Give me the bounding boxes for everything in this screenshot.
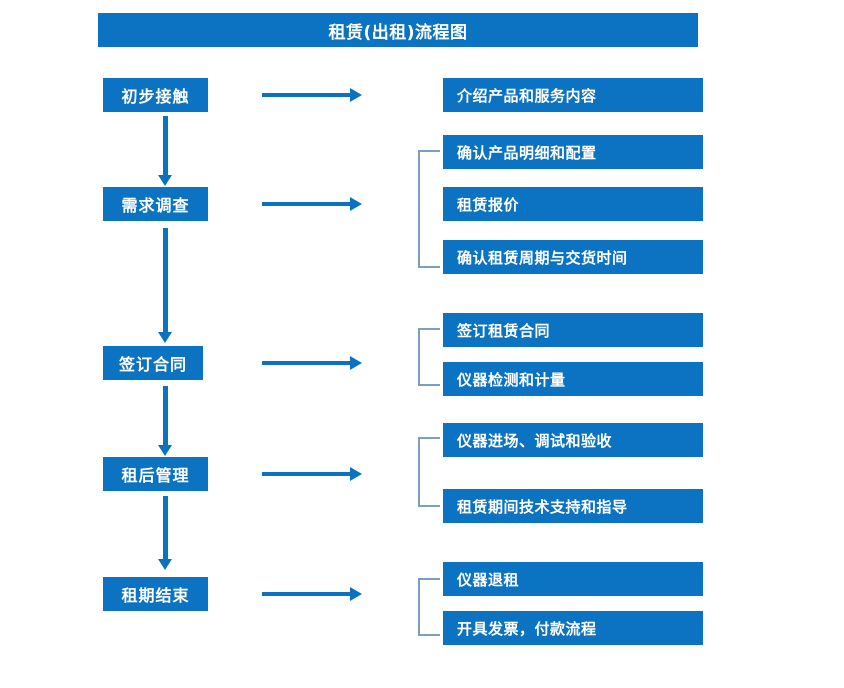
arrow-shaft (262, 592, 352, 596)
detail-label-3-2: 仪器检测和计量 (457, 370, 566, 389)
arrow-head-icon (350, 587, 362, 601)
arrow-head-icon (158, 559, 172, 570)
arrow-head-icon (158, 332, 172, 343)
detail-label-4-1: 仪器进场、调试和验收 (457, 431, 613, 450)
detail-box-4-2[interactable]: 租赁期间技术支持和指导 (443, 489, 703, 523)
detail-label-2-2: 租赁报价 (457, 195, 520, 214)
detail-box-5-2[interactable]: 开具发票，付款流程 (443, 611, 703, 645)
arrow-shaft (163, 496, 168, 559)
horizontal-arrow-3 (262, 356, 362, 370)
arrow-shaft (163, 386, 168, 445)
horizontal-arrow-1 (262, 88, 362, 102)
arrow-shaft (262, 202, 352, 206)
arrow-head-icon (350, 197, 362, 211)
stage-box-4[interactable]: 租后管理 (103, 457, 208, 491)
stage-label-2: 需求调查 (121, 196, 190, 215)
stage-box-5[interactable]: 租期结束 (103, 577, 208, 611)
vertical-arrow-1 (158, 116, 172, 186)
stage-label-3: 签订合同 (118, 355, 187, 374)
vertical-arrow-3 (158, 386, 172, 456)
horizontal-arrow-2 (262, 197, 362, 211)
arrow-shaft (262, 93, 352, 97)
arrow-head-icon (350, 356, 362, 370)
detail-label-5-1: 仪器退租 (457, 570, 520, 589)
group-bracket-3 (418, 328, 440, 386)
stage-box-2[interactable]: 需求调查 (103, 187, 208, 221)
horizontal-arrow-4 (262, 467, 362, 481)
detail-label-4-2: 租赁期间技术支持和指导 (457, 497, 628, 516)
stage-box-3[interactable]: 签订合同 (103, 346, 203, 380)
arrow-shaft (163, 116, 168, 175)
stage-label-1: 初步接触 (121, 87, 190, 106)
vertical-arrow-2 (158, 228, 172, 343)
detail-label-3-1: 签订租赁合同 (457, 321, 551, 340)
group-bracket-5 (418, 578, 440, 636)
arrow-shaft (163, 228, 168, 332)
detail-label-2-1: 确认产品明细和配置 (457, 143, 597, 162)
vertical-arrow-4 (158, 496, 172, 570)
detail-box-5-1[interactable]: 仪器退租 (443, 562, 703, 596)
arrow-head-icon (158, 175, 172, 186)
arrow-head-icon (350, 88, 362, 102)
horizontal-arrow-5 (262, 587, 362, 601)
detail-label-1-1: 介绍产品和服务内容 (457, 86, 597, 105)
arrow-shaft (262, 361, 352, 365)
page-title: 租赁(出租)流程图 (98, 13, 698, 47)
detail-box-4-1[interactable]: 仪器进场、调试和验收 (443, 423, 703, 457)
arrow-head-icon (350, 467, 362, 481)
detail-box-2-3[interactable]: 确认租赁周期与交货时间 (443, 240, 703, 274)
detail-box-2-1[interactable]: 确认产品明细和配置 (443, 135, 703, 169)
stage-label-5: 租期结束 (121, 586, 190, 605)
stage-label-4: 租后管理 (121, 466, 190, 485)
arrow-shaft (262, 472, 352, 476)
detail-box-2-2[interactable]: 租赁报价 (443, 187, 703, 221)
group-bracket-2 (418, 150, 440, 268)
detail-box-3-1[interactable]: 签订租赁合同 (443, 313, 703, 347)
detail-box-1-1[interactable]: 介绍产品和服务内容 (443, 78, 703, 112)
stage-box-1[interactable]: 初步接触 (103, 78, 208, 112)
group-bracket-4 (418, 437, 440, 507)
arrow-head-icon (158, 445, 172, 456)
detail-box-3-2[interactable]: 仪器检测和计量 (443, 362, 703, 396)
detail-label-2-3: 确认租赁周期与交货时间 (457, 248, 628, 267)
detail-label-5-2: 开具发票，付款流程 (457, 619, 597, 638)
